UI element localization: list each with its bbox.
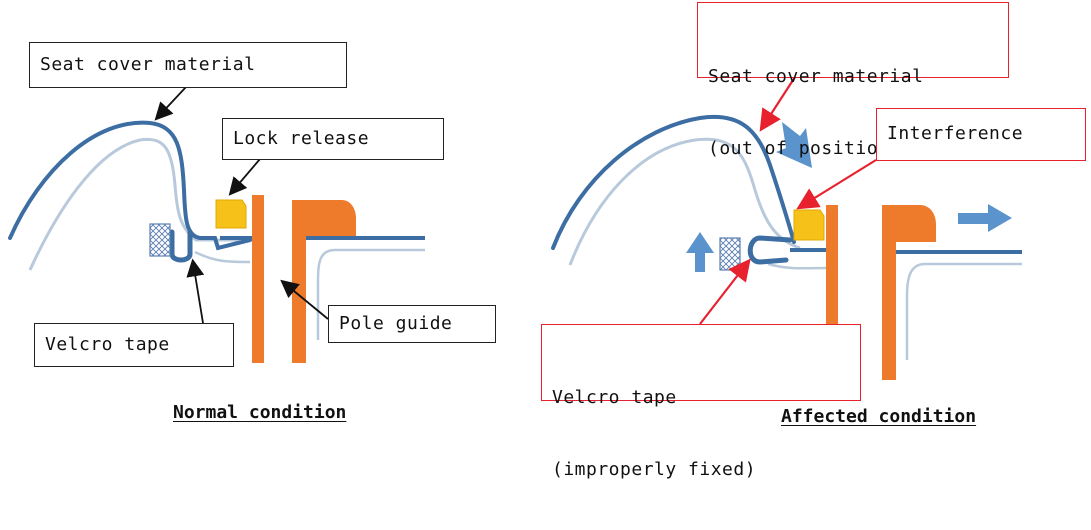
normal-seat-foam bbox=[28, 137, 240, 271]
diagram-canvas: Seat cover material Lock release Pole gu… bbox=[8, 2, 1086, 480]
affected-leader-seat-cover bbox=[759, 76, 796, 132]
normal-frame-right-light bbox=[316, 248, 425, 340]
normal-pole-guide bbox=[292, 200, 356, 363]
affected-seat-cover-label: Seat cover material (out of position) bbox=[697, 2, 1009, 159]
normal-lock-release bbox=[215, 199, 247, 229]
diagram-drawing bbox=[8, 76, 1022, 380]
normal-pole-guide-label: Pole guide bbox=[328, 305, 496, 343]
affected-interference-label: Interference bbox=[876, 108, 1086, 161]
affected-frame-right-light bbox=[905, 262, 1022, 360]
affected-velcro-hook bbox=[747, 235, 793, 265]
affected-seat-cover bbox=[551, 114, 796, 250]
normal-condition-caption: Normal condition bbox=[173, 402, 347, 423]
affected-arrow-right-icon bbox=[958, 204, 1012, 232]
affected-seat-cover-line2: (out of position) bbox=[708, 138, 901, 159]
affected-diagram bbox=[551, 114, 1022, 380]
normal-diagram bbox=[8, 120, 425, 363]
normal-velcro-pad bbox=[149, 223, 171, 257]
normal-velcro-hook bbox=[169, 229, 193, 263]
normal-seat-cover-label: Seat cover material bbox=[29, 42, 347, 88]
normal-pole-left bbox=[252, 195, 264, 363]
affected-velcro-line1: Velcro tape bbox=[552, 387, 677, 408]
affected-arrow-down-icon bbox=[776, 122, 812, 168]
normal-leader-pole-guide bbox=[280, 279, 329, 320]
affected-velcro-line2: (improperly fixed) bbox=[552, 459, 757, 480]
affected-arrow-up-icon bbox=[686, 232, 714, 272]
affected-seat-foam bbox=[568, 137, 801, 266]
normal-velcro-tape-label: Velcro tape bbox=[34, 323, 234, 367]
affected-condition-caption: Affected condition bbox=[781, 406, 977, 427]
normal-seat-foam-lower bbox=[194, 250, 251, 264]
affected-velcro-pad bbox=[719, 237, 741, 271]
normal-lock-release-label: Lock release bbox=[222, 118, 444, 160]
affected-lock-release bbox=[793, 209, 825, 241]
affected-seat-cover-line1: Seat cover material bbox=[708, 66, 924, 87]
normal-leader-seat-cover bbox=[154, 86, 187, 121]
normal-leader-velcro bbox=[186, 258, 205, 324]
normal-leader-lock-release bbox=[228, 158, 261, 196]
affected-velcro-tape-label: Velcro tape (improperly fixed) bbox=[541, 324, 861, 480]
normal-seat-cover bbox=[8, 120, 252, 251]
affected-leader-velcro bbox=[699, 258, 751, 325]
affected-seat-foam-lower bbox=[767, 262, 831, 270]
affected-pole-guide bbox=[882, 205, 936, 380]
affected-leader-interference bbox=[796, 159, 877, 210]
